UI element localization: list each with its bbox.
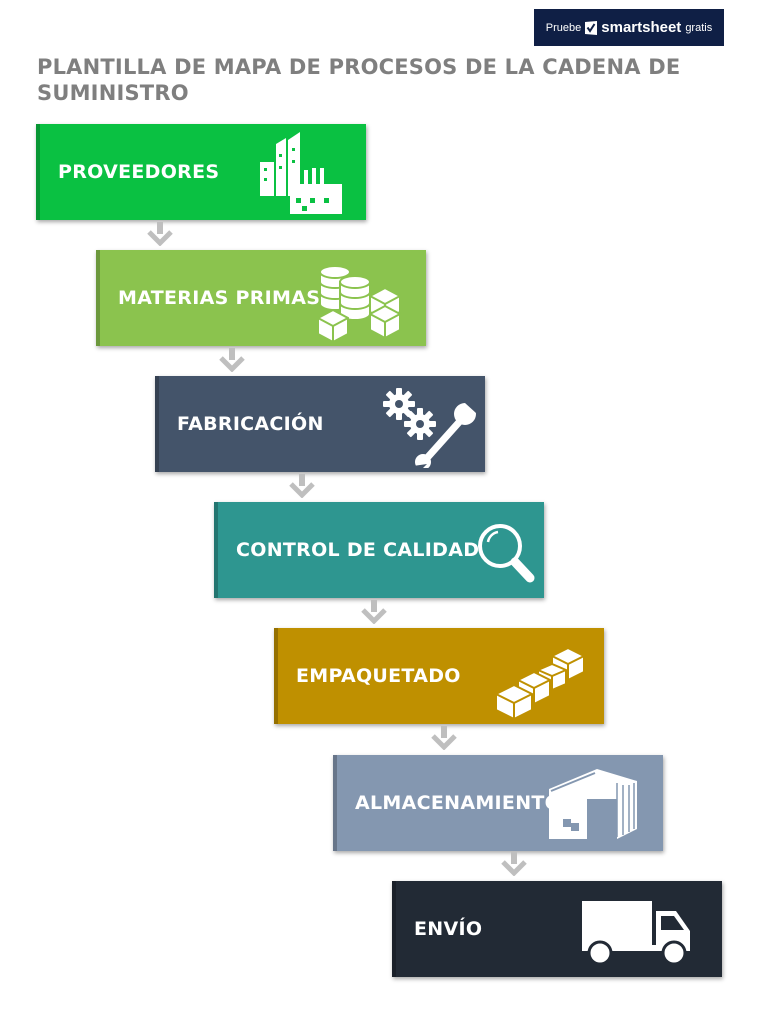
banner-post-text: gratis [685,21,713,34]
step-control-de-calidad: CONTROL DE CALIDAD [214,502,544,598]
step-almacenamiento: ALMACENAMIENTO [333,755,663,851]
barrels-boxes-icon [318,265,401,342]
step-label: PROVEEDORES [58,161,220,183]
buildings-factory-icon [260,132,342,214]
page-title: PLANTILLA DE MAPA DE PROCESOS DE LA CADE… [37,55,681,105]
packages-icon [496,646,585,718]
step-materias-primas: MATERIAS PRIMAS [96,250,426,346]
down-arrow-icon [501,852,527,876]
step-label: ENVÍO [414,918,483,940]
step-label: CONTROL DE CALIDAD [236,539,480,561]
warehouse-icon [549,769,637,839]
step-empaquetado: EMPAQUETADO [274,628,604,724]
down-arrow-icon [431,726,457,750]
step-label: MATERIAS PRIMAS [118,287,321,309]
down-arrow-icon [147,222,173,246]
down-arrow-icon [361,600,387,624]
gears-wrench-icon [383,388,478,468]
smartsheet-trial-banner[interactable]: Pruebe smartsheet gratis [534,9,724,46]
step-fabricacion: FABRICACIÓN [155,376,485,472]
step-label: FABRICACIÓN [177,413,324,435]
magnifier-icon [478,524,535,583]
step-label: EMPAQUETADO [296,665,461,687]
down-arrow-icon [289,474,315,498]
smartsheet-check-icon [585,20,598,35]
step-envio: ENVÍO [392,881,722,977]
down-arrow-icon [219,348,245,372]
banner-pre-text: Pruebe [545,21,582,34]
truck-icon [582,901,690,966]
banner-brand: smartsheet [601,19,682,36]
step-label: ALMACENAMIENTO [355,792,562,814]
step-proveedores: PROVEEDORES [36,124,366,220]
